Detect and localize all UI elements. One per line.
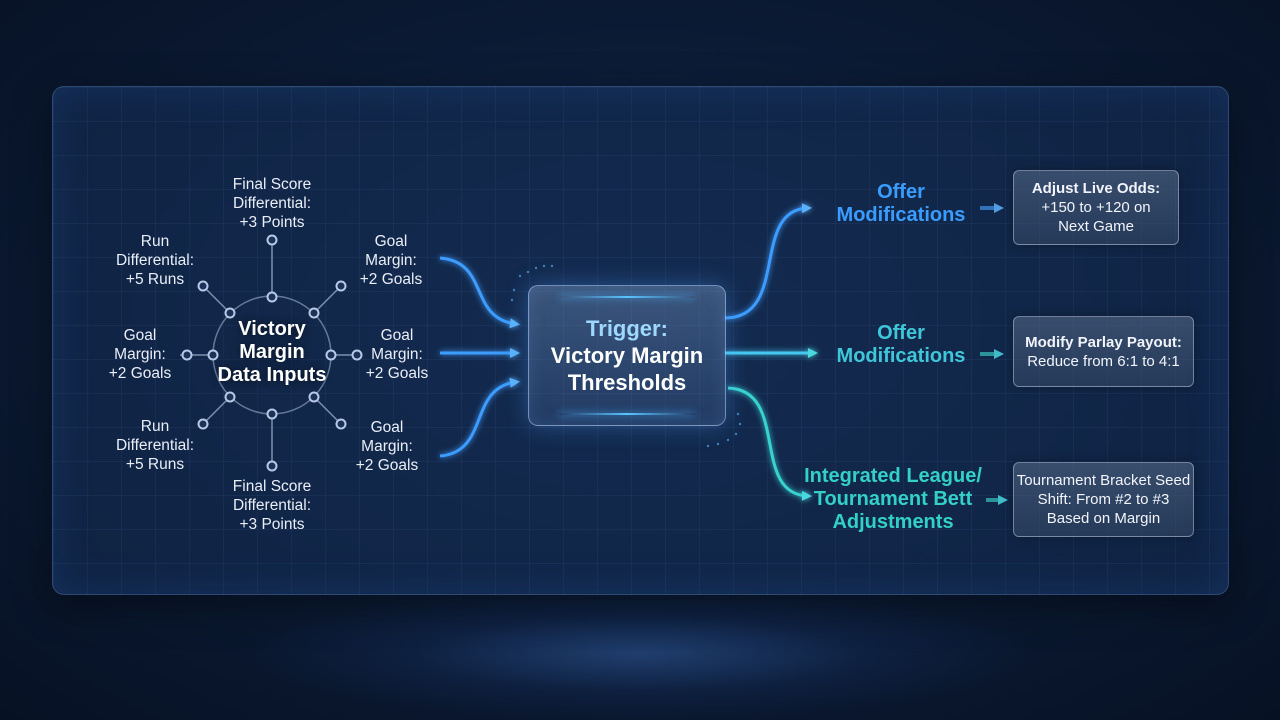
trigger-box: Trigger: Victory Margin Thresholds	[528, 285, 726, 426]
node-dot	[181, 349, 193, 361]
branch-label-offer-modifications-1: Offer Modifications	[836, 181, 966, 226]
trigger-title: Trigger:	[586, 316, 668, 341]
node-dot	[325, 349, 337, 361]
input-arrows	[439, 256, 520, 458]
input-label-left: Goal Margin: +2 Goals	[108, 327, 172, 382]
branch-label-league-adjustments: Integrated League/ Tournament Bett Adjus…	[804, 465, 982, 533]
input-label-lower-right: Goal Margin: +2 Goals	[355, 419, 419, 474]
outcome-body-bracket: Shift: From #2 to #3 Based on Margin	[1037, 491, 1170, 527]
trigger-glow-line-bottom	[559, 413, 695, 415]
outcome-body-live-odds: +150 to +120 on Next Game	[1041, 199, 1151, 235]
node-dot	[197, 418, 209, 430]
branch-label-offer-modifications-2: Offer Modifications	[836, 322, 966, 367]
hub-label: Victory Margin Data Inputs	[217, 318, 327, 386]
input-label-upper-left: Run Differential: +5 Runs	[115, 233, 195, 288]
node-dot	[224, 307, 236, 319]
outcome-title-parlay: Modify Parlay Payout:	[1025, 333, 1182, 351]
outcome-title-bracket: Tournament Bracket Seed	[1016, 472, 1191, 489]
node-dot	[335, 418, 347, 430]
node-dot	[266, 291, 278, 303]
input-label-right: Goal Margin: +2 Goals	[365, 327, 429, 382]
node-dot	[335, 280, 347, 292]
output-arrows	[724, 203, 818, 501]
trigger-halo-dots	[510, 264, 742, 448]
input-label-top: Final Score Differential: +3 Points	[232, 176, 312, 231]
node-dot	[207, 349, 219, 361]
input-label-upper-right: Goal Margin: +2 Goals	[359, 233, 423, 288]
trigger-text: Trigger: Victory Margin Thresholds	[551, 315, 703, 396]
outcome-arrows	[980, 203, 1008, 505]
node-dot	[351, 349, 363, 361]
trigger-glow-line-top	[559, 296, 695, 298]
outcome-box-live-odds: Adjust Live Odds: +150 to +120 on Next Ga…	[1013, 170, 1179, 245]
outcome-body-parlay: Reduce from 6:1 to 4:1	[1027, 352, 1180, 370]
hub-nodes	[181, 234, 363, 472]
node-dot	[308, 391, 320, 403]
input-label-bottom: Final Score Differential: +3 Points	[232, 478, 312, 533]
node-dot	[266, 234, 278, 246]
input-label-lower-left: Run Differential: +5 Runs	[115, 418, 195, 473]
node-dot	[266, 408, 278, 420]
node-dot	[197, 280, 209, 292]
node-dot	[224, 391, 236, 403]
outcome-title-live-odds: Adjust Live Odds:	[1031, 180, 1161, 197]
node-dot	[308, 307, 320, 319]
trigger-subtitle: Victory Margin Thresholds	[550, 343, 704, 395]
outcome-box-parlay: Modify Parlay Payout:Reduce from 6:1 to …	[1013, 316, 1194, 387]
floor-glow	[240, 600, 1040, 720]
node-dot	[266, 460, 278, 472]
